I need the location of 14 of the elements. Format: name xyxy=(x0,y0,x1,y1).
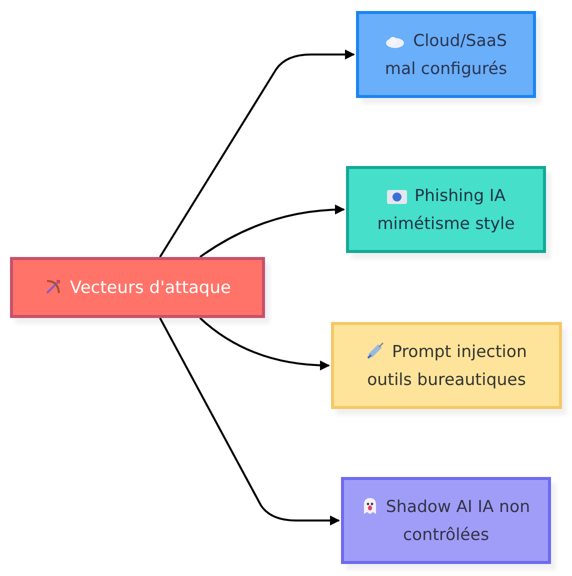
node-label: Vecteurs d'attaque xyxy=(44,274,231,302)
arrow xyxy=(159,50,355,258)
node-label: Prompt injection outils bureautiques xyxy=(365,340,528,390)
process-box xyxy=(331,322,562,409)
node-label: Phishing IA mimétisme style xyxy=(376,184,516,234)
arrow xyxy=(199,317,330,370)
arrow xyxy=(159,318,340,526)
process-box xyxy=(10,257,265,318)
process-box xyxy=(346,166,546,253)
node-label: Shadow AI IA non contrôlées xyxy=(356,492,536,548)
process-box xyxy=(341,477,551,564)
arrow xyxy=(199,204,345,258)
node-label: Cloud/SaaS mal configurés xyxy=(384,30,508,80)
process-box xyxy=(356,11,536,98)
